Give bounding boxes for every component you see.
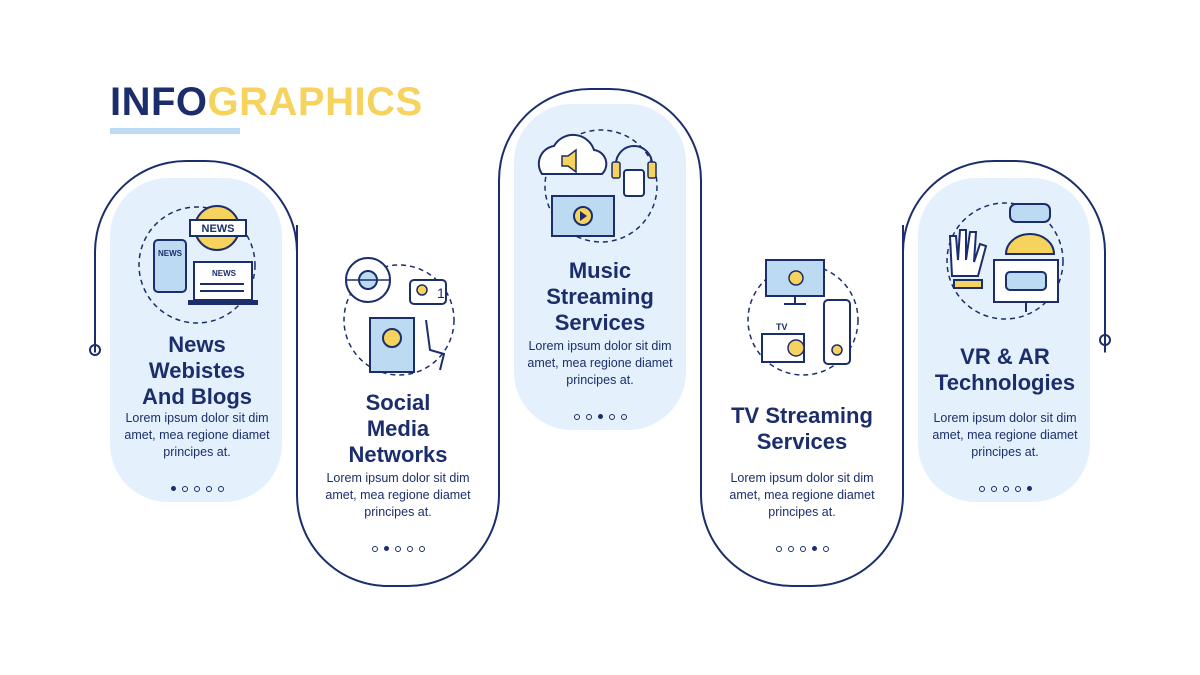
card-heading: Music Streaming Services [498, 258, 702, 336]
desc-line: amet, mea regione diamet [527, 356, 673, 370]
dot [573, 413, 580, 420]
news-icon: NEWS NEWS NEWS [138, 205, 258, 324]
svg-text:1: 1 [437, 285, 445, 301]
card-description: Lorem ipsum dolor sit dim amet, mea regi… [912, 410, 1098, 461]
pagination-dots [498, 408, 702, 420]
dot [181, 485, 188, 492]
desc-line: Lorem ipsum dolor sit dim [326, 471, 470, 485]
desc-line: amet, mea regione diamet [124, 428, 270, 442]
dot [608, 413, 615, 420]
card-outline [902, 160, 1106, 353]
pagination-dots [94, 480, 300, 492]
card-tv-streaming: TV TV Streaming Services Lorem ipsum dol… [700, 225, 904, 587]
svg-text:TV: TV [776, 322, 788, 332]
dot [822, 545, 829, 552]
dot [585, 413, 592, 420]
svg-text:NEWS: NEWS [212, 269, 237, 278]
desc-line: amet, mea regione diamet [325, 488, 471, 502]
dot-active [811, 546, 817, 552]
dot [371, 545, 378, 552]
desc-line: principes at. [163, 445, 231, 459]
desc-line: principes at. [364, 505, 432, 519]
dot [394, 545, 401, 552]
desc-line: principes at. [971, 445, 1039, 459]
heading-line: Networks [348, 442, 448, 467]
dot [620, 413, 627, 420]
tv-streaming-icon: TV [747, 259, 859, 376]
pagination-dots [902, 480, 1108, 492]
dot [990, 485, 997, 492]
dot [193, 485, 200, 492]
desc-line: amet, mea regione diamet [729, 488, 875, 502]
heading-line: Services [554, 310, 646, 335]
dot [775, 545, 782, 552]
svg-text:NEWS: NEWS [202, 223, 235, 235]
dot-active [170, 486, 176, 492]
dot [787, 545, 794, 552]
title-part-info: INFO [110, 80, 208, 124]
dot [1014, 485, 1021, 492]
heading-line: And Blogs [142, 384, 252, 409]
dot [978, 485, 985, 492]
music-streaming-icon [537, 129, 658, 243]
pagination-dots [296, 540, 500, 552]
card-description: Lorem ipsum dolor sit dim amet, mea regi… [508, 338, 692, 389]
desc-line: Lorem ipsum dolor sit dim [933, 411, 1077, 425]
card-description: Lorem ipsum dolor sit dim amet, mea regi… [306, 470, 490, 521]
desc-line: principes at. [566, 373, 634, 387]
card-news: NEWS NEWS NEWS News Webistes And Blogs L… [94, 160, 300, 520]
card-panel [918, 178, 1090, 502]
card-social-media: 1 Social Media Networks Lorem ipsum dolo… [296, 225, 500, 587]
heading-line: Social [365, 390, 431, 415]
heading-line: Technologies [934, 370, 1076, 395]
pagination-dots [700, 540, 904, 552]
heading-line: Music [568, 258, 632, 283]
card-music-streaming: Music Streaming Services Lorem ipsum dol… [498, 88, 702, 450]
heading-line: TV Streaming [731, 403, 873, 428]
social-media-icon: 1 [343, 257, 455, 376]
vr-ar-icon [946, 202, 1064, 320]
dot [217, 485, 224, 492]
dot [205, 485, 212, 492]
dot [418, 545, 425, 552]
heading-line: VR & AR [960, 344, 1050, 369]
card-heading: News Webistes And Blogs [94, 332, 300, 410]
desc-line: Lorem ipsum dolor sit dim [125, 411, 269, 425]
card-description: Lorem ipsum dolor sit dim amet, mea regi… [104, 410, 290, 461]
card-heading: Social Media Networks [296, 390, 500, 468]
dot-active [597, 414, 603, 420]
card-vr-ar: VR & AR Technologies Lorem ipsum dolor s… [902, 160, 1108, 520]
desc-line: Lorem ipsum dolor sit dim [528, 339, 672, 353]
heading-line: Services [756, 429, 848, 454]
heading-line: News [168, 332, 226, 357]
dot [1002, 485, 1009, 492]
svg-text:NEWS: NEWS [158, 249, 183, 258]
dot [406, 545, 413, 552]
card-heading: TV Streaming Services [700, 403, 904, 455]
card-heading: VR & AR Technologies [902, 344, 1108, 396]
title-part-graphics: GRAPHICS [207, 80, 423, 124]
title-underline [110, 128, 240, 134]
dot-active [1026, 486, 1032, 492]
heading-line: Webistes [148, 358, 246, 383]
page-title: INFOGRAPHICS [110, 80, 423, 125]
heading-line: Streaming [546, 284, 654, 309]
card-description: Lorem ipsum dolor sit dim amet, mea regi… [710, 470, 894, 521]
desc-line: principes at. [768, 505, 836, 519]
card-outline [700, 225, 904, 587]
dot [799, 545, 806, 552]
heading-line: Media [366, 416, 430, 441]
dot-active [383, 546, 389, 552]
desc-line: amet, mea regione diamet [932, 428, 1078, 442]
desc-line: Lorem ipsum dolor sit dim [730, 471, 874, 485]
